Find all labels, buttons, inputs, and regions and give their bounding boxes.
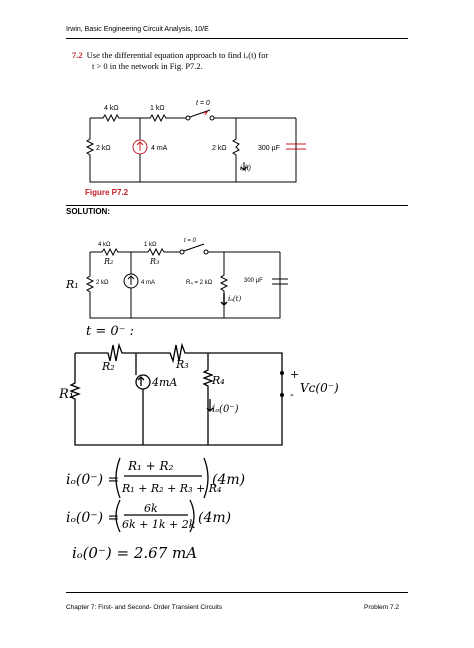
fig-switch-label: t = 0 <box>196 100 210 107</box>
hw-r3: R₃ <box>175 358 189 371</box>
hw-io: iₒ(0⁻) <box>212 404 239 415</box>
eq2-rhs: (4m) <box>198 510 231 526</box>
sol-r-top-left: 4 kΩ <box>98 242 111 248</box>
sol-hw-r1: R₁ <box>65 278 79 291</box>
hw-plus: + <box>290 368 299 381</box>
solution-rule <box>66 205 408 206</box>
sol-hw-io: iₒ(t) <box>228 295 241 303</box>
hw-r2: R₂ <box>101 360 115 373</box>
eq2-lhs: iₒ(0⁻) = <box>66 510 119 526</box>
sol-switch-label: t = 0 <box>184 238 197 244</box>
hw-r1: R₁ <box>58 387 74 402</box>
eq2-num: 6k <box>144 502 158 515</box>
eq1-rhs: (4m) <box>212 472 245 488</box>
footer-problem: Problem 7.2 <box>364 604 400 611</box>
eq2-den: 6k + 1k + 2k <box>122 518 196 531</box>
page-header: Irwin, Basic Engineering Circuit Analysi… <box>66 26 209 33</box>
sol-cap-label: 300 µF <box>244 278 263 284</box>
figure-caption: Figure P7.2 <box>85 188 129 197</box>
eq1-den: R₁ + R₂ + R₃ + R₄ <box>121 482 221 495</box>
sol-r-top-mid: 1 kΩ <box>144 242 157 248</box>
fig-r-right: 2 kΩ <box>212 145 227 152</box>
problem-number: 7.2 <box>72 50 83 60</box>
sol-hw-r2: R₂ <box>103 257 113 266</box>
hw-r4: R₄ <box>211 374 225 387</box>
fig-r-top-mid: 1 kΩ <box>150 105 165 112</box>
eq3: iₒ(0⁻) = 2.67 mA <box>72 544 197 562</box>
hw-vc: Vᴄ(0⁻) <box>300 381 339 395</box>
footer-chapter: Chapter 7: First- and Second- Order Tran… <box>66 604 223 611</box>
sol-r-right: R₄ = 2 kΩ <box>186 280 213 286</box>
hw-source: 4mA <box>151 376 177 389</box>
sol-hw-r3: R₃ <box>149 257 159 266</box>
hw-minus: - <box>290 388 294 401</box>
eq1-num: R₁ + R₂ <box>127 459 174 473</box>
fig-source-label: 4 mA <box>151 145 168 152</box>
sol-source-label: 4 mA <box>141 280 155 286</box>
fig-cap-label: 300 µF <box>258 145 280 152</box>
sol-r-left: 2 kΩ <box>96 280 109 286</box>
header-rule <box>66 38 408 39</box>
fig-current-label: iₒ(t) <box>240 165 251 172</box>
solution-heading: SOLUTION: <box>66 207 110 216</box>
fig-r-left: 2 kΩ <box>96 145 111 152</box>
problem-line-1: Use the differential equation approach t… <box>86 50 269 60</box>
hw-t0-label: t = 0⁻ : <box>86 324 134 339</box>
fig-r-top-left: 4 kΩ <box>104 105 119 112</box>
problem-line-2: t > 0 in the network in Fig. P7.2. <box>92 61 203 71</box>
eq1-lhs: iₒ(0⁻) = <box>66 472 119 488</box>
footer-rule <box>66 592 408 593</box>
